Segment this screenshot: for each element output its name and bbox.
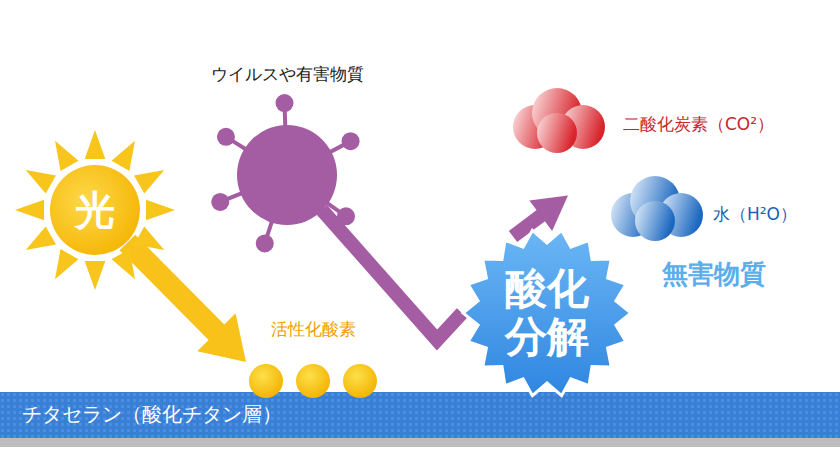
oxygen-label: 活性化酸素 xyxy=(246,318,380,341)
oxidation-starburst: 酸化 分解 xyxy=(462,228,632,398)
co2-label: 二酸化炭素（CO²） xyxy=(623,113,774,136)
harmless-label: 無害物質 xyxy=(662,257,766,292)
oxygen-dots xyxy=(246,363,380,399)
titanium-layer: チタセラン（酸化チタン層） xyxy=(0,392,840,438)
layer-label: チタセラン（酸化チタン層） xyxy=(22,401,282,428)
active-oxygen: 活性化酸素 xyxy=(246,318,380,398)
sun-label: 光 xyxy=(50,165,140,255)
co2-cloud: 二酸化炭素（CO²） xyxy=(505,85,795,155)
red-cloud xyxy=(505,87,610,157)
water-cloud: 水（H²O） xyxy=(568,175,748,243)
virus-label: ウイルスや有害物質 xyxy=(177,63,397,86)
flow-arrow xyxy=(127,242,246,362)
water-label: 水（H²O） xyxy=(713,203,797,226)
virus: ウイルスや有害物質 xyxy=(237,125,337,225)
blue-cloud xyxy=(603,175,708,245)
starburst-label: 酸化 分解 xyxy=(501,265,593,362)
virus-shape xyxy=(187,75,387,275)
sun: 光 xyxy=(50,165,140,255)
